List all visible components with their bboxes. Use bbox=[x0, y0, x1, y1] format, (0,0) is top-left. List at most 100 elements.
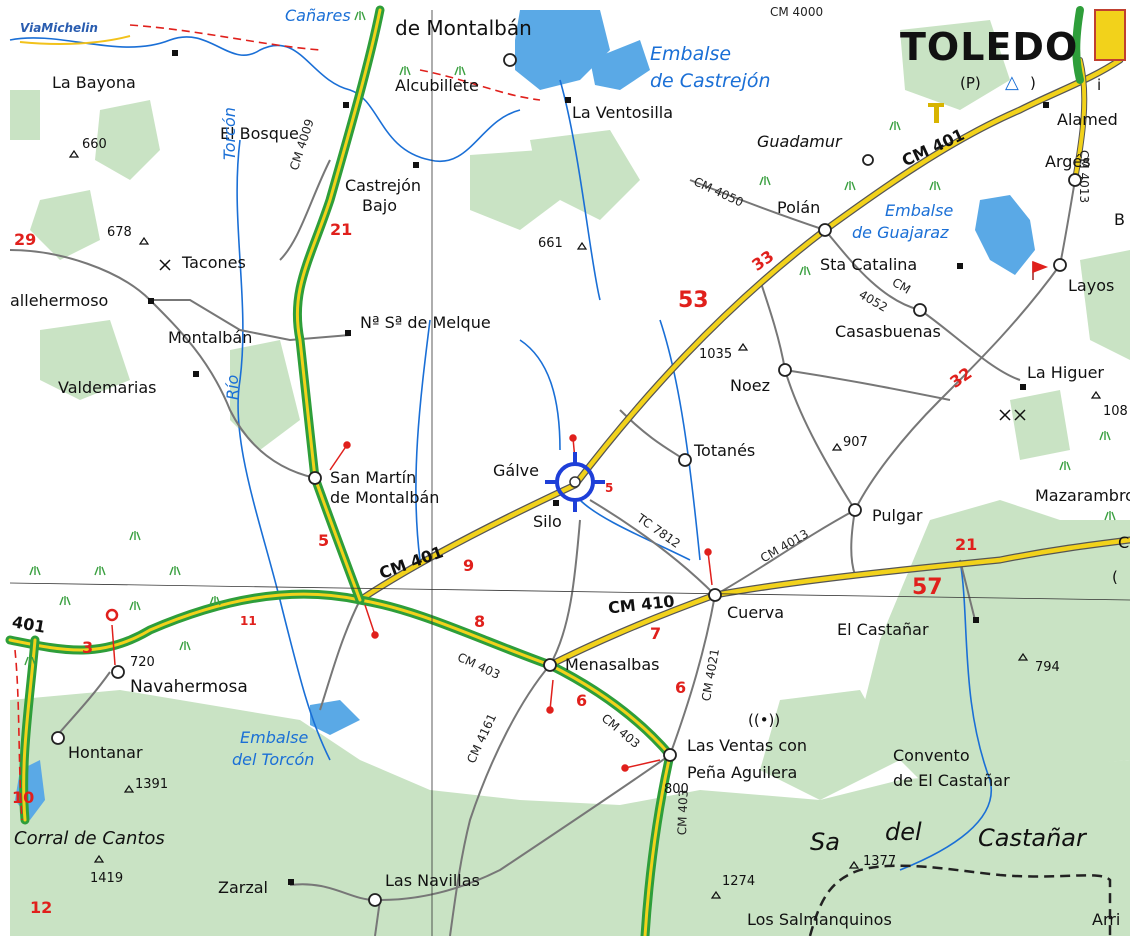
town-label: Gálve bbox=[493, 461, 539, 480]
elevation-label: 1391 bbox=[135, 777, 169, 792]
town-label: Peña Aguilera bbox=[687, 763, 798, 782]
town-label: allehermoso bbox=[10, 291, 109, 310]
red-pins bbox=[105, 260, 1049, 772]
distance-label: 11 bbox=[240, 614, 257, 628]
distance-label: 9 bbox=[463, 556, 475, 575]
logo-swoosh bbox=[19, 35, 131, 45]
minor-roads bbox=[9, 159, 1076, 936]
elevation-label: 720 bbox=[130, 655, 155, 670]
town-label: Argés bbox=[1045, 152, 1091, 171]
grid-lines bbox=[9, 10, 1130, 936]
forest-areas bbox=[10, 20, 1130, 936]
region-label: del bbox=[885, 818, 922, 846]
distance-label: 3 bbox=[82, 638, 94, 657]
water-label: Embalse bbox=[650, 43, 732, 65]
elevation-label: 661 bbox=[538, 236, 563, 251]
elevation-label: 1377 bbox=[863, 854, 897, 869]
edge-symbol: ( bbox=[1112, 568, 1118, 586]
water-label: Río bbox=[223, 374, 242, 400]
vineyard-symbols bbox=[24, 11, 1116, 666]
town-label: Convento bbox=[893, 746, 970, 765]
town-label: Tacones bbox=[182, 253, 246, 272]
town-label: Polán bbox=[777, 198, 821, 217]
elevation-label: 1419 bbox=[90, 871, 124, 886]
edge-symbol: ) bbox=[1030, 74, 1036, 92]
water-label: Embalse bbox=[240, 728, 309, 747]
distance-label: 6 bbox=[576, 691, 588, 710]
water-label: de Castrejón bbox=[650, 70, 771, 92]
elevation-label: 1035 bbox=[699, 347, 733, 362]
info-icon: i bbox=[1097, 76, 1102, 94]
town-label: Navahermosa bbox=[130, 677, 248, 697]
town-label: Silo bbox=[533, 512, 562, 531]
boundary bbox=[808, 864, 1112, 936]
town-label: Alamed bbox=[1057, 110, 1118, 129]
town-label: Layos bbox=[1068, 276, 1115, 295]
elevation-label: 660 bbox=[82, 137, 107, 152]
mine-symbols bbox=[159, 259, 1026, 421]
distance-label: 5 bbox=[318, 531, 330, 550]
elevation-label: 800 bbox=[664, 782, 689, 797]
town-label: Totanés bbox=[694, 441, 756, 460]
water-label: del Torcón bbox=[232, 750, 315, 769]
distance-label: 7 bbox=[650, 624, 662, 643]
elevation-label: 907 bbox=[843, 435, 868, 450]
town-label: Los Salmanquinos bbox=[747, 910, 892, 929]
town-label: Nª Sª de Melque bbox=[360, 313, 491, 332]
region-label: Sa bbox=[810, 828, 840, 856]
distance-label: 29 bbox=[14, 230, 37, 249]
town-label: Castrejón bbox=[345, 176, 422, 195]
town-label: de Montalbán bbox=[330, 488, 440, 507]
distance-label: 10 bbox=[12, 788, 35, 807]
town-label: Guadamur bbox=[757, 132, 842, 151]
town-label: Las Navillas bbox=[385, 871, 480, 890]
town-label: Arri bbox=[1092, 910, 1121, 929]
town-label: de Montalbán bbox=[395, 16, 532, 40]
distance-label: 21 bbox=[955, 535, 978, 554]
distance-label: 8 bbox=[474, 612, 486, 631]
town-label: Las Ventas con bbox=[687, 736, 808, 755]
elevation-label: 794 bbox=[1035, 660, 1060, 675]
elevation-label: 678 bbox=[107, 225, 132, 240]
town-label: C bbox=[1118, 533, 1130, 552]
place-squares bbox=[148, 50, 1049, 885]
town-label: La Bayona bbox=[52, 73, 136, 92]
viamichelin-logo[interactable]: ViaMichelin bbox=[20, 21, 98, 35]
town-label: Casasbuenas bbox=[835, 322, 941, 341]
elevation-label: 108 bbox=[1103, 404, 1128, 419]
road-label: CM 4013 bbox=[1077, 150, 1091, 204]
elevation-triangles bbox=[68, 149, 1102, 899]
water-label: de Guajaraz bbox=[852, 223, 949, 242]
water-label: Cañares bbox=[285, 6, 351, 25]
road-label: CM 4000 bbox=[770, 5, 824, 19]
water-label: Torcón bbox=[220, 107, 239, 160]
town-label: Bajo bbox=[362, 196, 398, 215]
distance-label: 21 bbox=[330, 220, 353, 239]
town-label: Montalbán bbox=[168, 328, 253, 347]
town-label: La Ventosilla bbox=[572, 103, 674, 122]
water-label: Embalse bbox=[885, 201, 954, 220]
location-marker-icon bbox=[545, 452, 605, 512]
town-label: Hontanar bbox=[68, 743, 143, 762]
town-label: Zarzal bbox=[218, 878, 268, 897]
parking-icon: (P) bbox=[960, 74, 981, 92]
distance-label: 53 bbox=[678, 288, 709, 313]
town-label: Mazarambro bbox=[1035, 486, 1130, 505]
red-dashed-roads bbox=[14, 24, 541, 821]
elevation-label: 1274 bbox=[722, 874, 756, 889]
town-label: La Higuer bbox=[1027, 363, 1104, 382]
city-label-toledo: TOLEDO bbox=[900, 25, 1079, 69]
distance-label: 12 bbox=[30, 898, 53, 917]
rivers bbox=[9, 36, 993, 871]
town-label: B bbox=[1114, 210, 1125, 229]
town-label: Noez bbox=[730, 376, 770, 395]
radio-tower-icon: ((•)) bbox=[748, 711, 781, 729]
town-label: Valdemarias bbox=[58, 378, 157, 397]
town-markers bbox=[51, 53, 1082, 907]
town-label: El Bosque bbox=[220, 124, 299, 143]
town-label: Sta Catalina bbox=[820, 255, 918, 274]
town-label: Alcubillete bbox=[395, 76, 479, 95]
town-label: San Martín bbox=[330, 468, 417, 487]
